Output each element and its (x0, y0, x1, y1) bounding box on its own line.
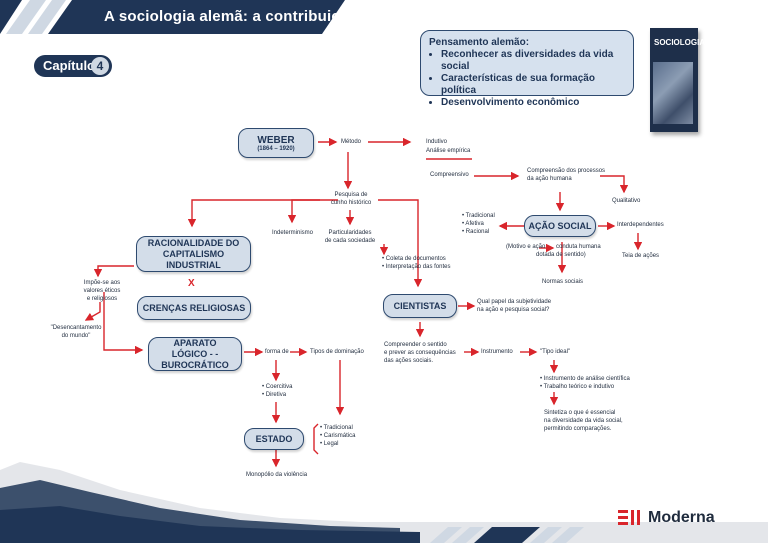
node-aparato-logico-burocratico: APARATO LÓGICO - - BUROCRÁTICO (148, 337, 242, 371)
label-conduta: conduta humana (556, 244, 601, 250)
label-coleta-documentos: • Coleta de documentos (382, 256, 446, 262)
publisher-logo: Moderna (618, 509, 715, 527)
label-teia-de-acoes: Teia de ações (622, 253, 660, 259)
label-compreensivo: Compreensivo (430, 172, 469, 178)
label-impoe-3: e religiosos (86, 296, 118, 302)
page-title: A sociologia alemã: a contribuição de Ma… (104, 8, 421, 25)
label-interpretacao-fontes: • Interpretação das fontes (382, 264, 451, 270)
label-forma-de: forma de (265, 349, 289, 355)
node-weber-years: (1864 – 1920) (257, 145, 295, 152)
label-compreensao-2: da ação humana (527, 176, 572, 182)
label-diretiva: • Diretiva (262, 392, 287, 398)
label-instrumento: Instrumento (481, 349, 513, 355)
label-motivo-acao: (Motivo e ação (506, 244, 546, 250)
node-weber-label: WEBER (257, 134, 295, 146)
info-item: Reconhecer as diversidades da vida socia… (441, 49, 625, 73)
node-racionalidade: RACIONALIDADE DO CAPITALISMO INDUSTRIAL (136, 236, 251, 272)
label-instrumento-analise: • Instrumento de análise científica (540, 376, 630, 382)
info-item: Características de sua formação política (441, 73, 625, 97)
node-cientistas: CIENTISTAS (383, 294, 457, 318)
label-impoe: Impõe-se aos (83, 280, 121, 286)
book-cover-photo (653, 62, 693, 124)
label-compreender-3: das ações sociais. (384, 358, 434, 364)
label-sintetiza: Sintetiza o que é essencial (544, 410, 616, 416)
label-tipo-ideal: "Tipo ideal" (540, 349, 571, 355)
label-indutivo: Indutivo (426, 139, 448, 145)
label-metodo: Método (341, 139, 362, 145)
label-compreensao: Compreensão dos processos (527, 168, 606, 174)
label-particularidades-2: de cada sociedade (324, 238, 376, 244)
book-cover-title: SOCIOLOGIA (654, 38, 706, 47)
label-qualitativo: Qualitativo (612, 198, 641, 204)
node-crencas-religiosas: CRENÇAS RELIGIOSAS (137, 296, 251, 320)
label-dominacao-carismatica: • Carismática (320, 433, 356, 439)
label-compreender: Compreender o sentido (384, 342, 447, 348)
label-monopolio-violencia: Monopólio da violência (246, 472, 308, 478)
label-impoe-2: valores éticos (83, 288, 121, 294)
info-item: Desenvolvimento econômico (441, 97, 625, 109)
label-acao-tradicional: • Tradicional (462, 213, 495, 219)
label-pesquisa-2: cunho histórico (330, 200, 372, 206)
node-acao-social: AÇÃO SOCIAL (524, 215, 596, 237)
moderna-logo-icon (618, 509, 640, 525)
chapter-number: 4 (91, 57, 109, 75)
label-indeterminismo: Indeterminismo (272, 230, 314, 236)
label-interdependentes: Interdependentes (617, 222, 664, 228)
label-pesquisa: Pesquisa de (334, 192, 368, 198)
label-coercitiva: • Coercitiva (262, 384, 293, 390)
x-mark: X (188, 278, 195, 289)
label-sintetiza-3: permitindo comparações. (544, 426, 612, 432)
label-normas-sociais: Normas sociais (542, 279, 584, 285)
book-cover-image: SOCIOLOGIA (650, 28, 706, 132)
label-analise-empirica: Análise empírica (426, 148, 471, 154)
label-sintetiza-2: na diversidade da vida social, (544, 418, 623, 424)
label-qual-papel-2: na ação e pesquisa social? (477, 307, 550, 313)
chapter-badge: Capítulo 4 (34, 55, 112, 77)
publisher-logo-text: Moderna (648, 509, 715, 526)
label-qual-papel: Qual papel da subjetividade (477, 299, 552, 305)
label-tipos-dominacao: Tipos de dominação (310, 349, 364, 355)
info-box-title: Pensamento alemão: (429, 37, 530, 48)
label-desencantamento-2: do mundo" (61, 333, 91, 339)
node-weber: WEBER (1864 – 1920) (238, 128, 314, 158)
label-dominacao-legal: • Legal (320, 441, 339, 447)
info-box-pensamento-alemao: Pensamento alemão: Reconhecer as diversi… (420, 30, 634, 108)
label-desencantamento: "Desencantamento (50, 325, 102, 331)
label-compreender-2: e prever as consequências (384, 350, 456, 356)
label-acao-racional: • Racional (462, 229, 490, 235)
label-particularidades: Particularidades (328, 230, 372, 236)
label-acao-afetiva: • Afetiva (462, 221, 484, 227)
label-dominacao-tradicional: • Tradicional (320, 425, 353, 431)
label-conduta-2: dotada de sentido) (536, 252, 586, 258)
label-trabalho-teorico: • Trabalho teórico e indutivo (540, 384, 615, 390)
node-estado: ESTADO (244, 428, 304, 450)
chapter-label: Capítulo (43, 58, 95, 73)
